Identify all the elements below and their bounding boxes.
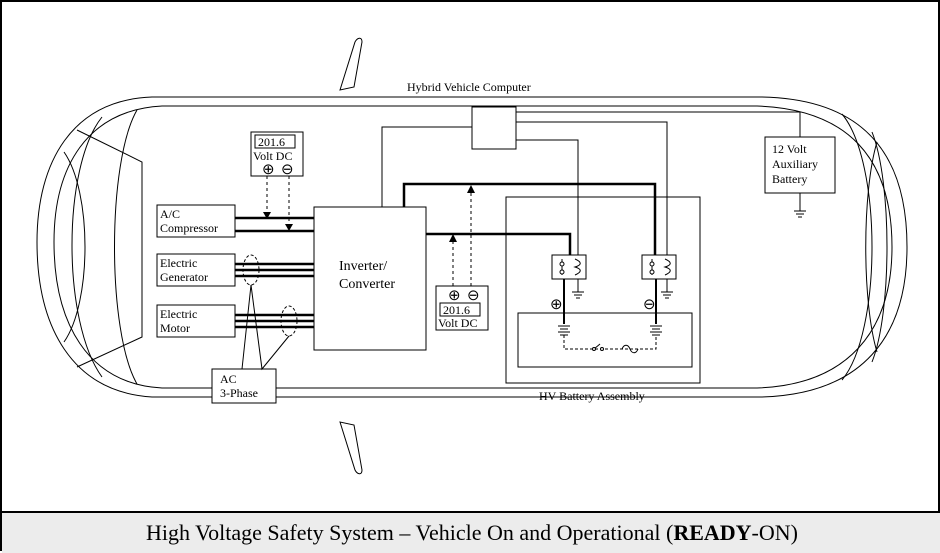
hv-computer-label: Hybrid Vehicle Computer <box>407 80 531 94</box>
control-wiring <box>381 111 801 255</box>
electric-motor-line1: Electric <box>160 307 197 321</box>
hv-computer-box <box>471 106 517 150</box>
probe-arrow-icon <box>467 185 475 193</box>
ac-phase-line2: 3-Phase <box>220 386 258 400</box>
battery-minus-terminal: ⊖ <box>643 297 656 313</box>
probe-arrow-icon <box>263 212 271 219</box>
voltmeter-top-display <box>254 134 296 149</box>
caption-after: -ON) <box>751 520 798 545</box>
probe-arrow-icon <box>285 224 293 231</box>
battery-internal-link <box>563 335 657 350</box>
voltmeter-top-value: 201.6 <box>258 135 285 149</box>
bottom-mirror <box>339 421 363 475</box>
battery-pack-box <box>517 312 693 368</box>
inverter-box <box>313 206 427 351</box>
car-outline <box>36 96 908 398</box>
service-plug-icon <box>592 343 639 354</box>
electric-motor-line2: Motor <box>160 321 190 335</box>
voltmeter-mid-value: 201.6 <box>443 303 470 317</box>
caption-before: High Voltage Safety System – Vehicle On … <box>146 520 674 545</box>
voltmeter-top-unit: Volt DC <box>253 149 292 163</box>
aux-battery-line1: 12 Volt <box>772 142 807 156</box>
hv-battery-assembly-box <box>505 196 701 384</box>
electric-generator-box <box>156 253 236 287</box>
battery-plus-terminal: ⊕ <box>550 297 563 313</box>
ac-phase-pointer <box>241 284 290 371</box>
voltmeter-mid-unit: Volt DC <box>438 316 477 330</box>
motor-phase-marker <box>280 305 298 337</box>
voltmeter-mid-probes <box>452 192 472 286</box>
aux-battery-box <box>764 136 836 194</box>
probe-arrow-icon <box>449 234 457 242</box>
voltmeter-top-minus: ⊖ <box>281 162 294 178</box>
electric-generator-cables <box>235 262 314 278</box>
ac-compressor-cables <box>235 216 314 233</box>
top-mirror <box>339 37 363 91</box>
aux-ground-icon <box>794 193 806 218</box>
inverter-line2: Converter <box>339 277 395 292</box>
voltmeter-mid-display <box>439 302 481 317</box>
ac-phase-line1: AC <box>220 372 237 386</box>
caption-bar: High Voltage Safety System – Vehicle On … <box>2 511 940 553</box>
hv-power-cables <box>402 182 657 255</box>
voltmeter-top-plus: ⊕ <box>262 162 275 178</box>
relay-left <box>551 254 587 280</box>
ac-phase-box <box>211 368 277 404</box>
ground-icon <box>572 279 584 299</box>
inverter-line1: Inverter/ <box>339 259 387 274</box>
caption-bold: READY <box>673 520 752 545</box>
aux-battery-line3: Battery <box>772 172 807 186</box>
electric-generator-line2: Generator <box>160 270 208 284</box>
battery-pack-wiring <box>563 279 657 324</box>
hv-battery-label: HV Battery Assembly <box>539 389 645 403</box>
electric-generator-line1: Electric <box>160 256 197 270</box>
generator-phase-marker <box>242 254 260 286</box>
ac-compressor-line1: A/C <box>160 207 180 221</box>
voltmeter-mid-plus: ⊕ <box>448 288 461 304</box>
hybrid-system-diagram: Hybrid Vehicle Computer 12 Volt Auxiliar… <box>36 37 908 475</box>
ac-compressor-line2: Compressor <box>160 221 218 235</box>
ac-compressor-box <box>156 204 236 238</box>
voltmeter-mid-minus: ⊖ <box>467 288 480 304</box>
battery-cell-icon <box>558 325 662 336</box>
aux-battery-line2: Auxiliary <box>772 157 818 171</box>
ground-icon <box>661 279 673 299</box>
voltmeter-top-probes <box>266 176 290 224</box>
relay-right <box>641 254 677 280</box>
